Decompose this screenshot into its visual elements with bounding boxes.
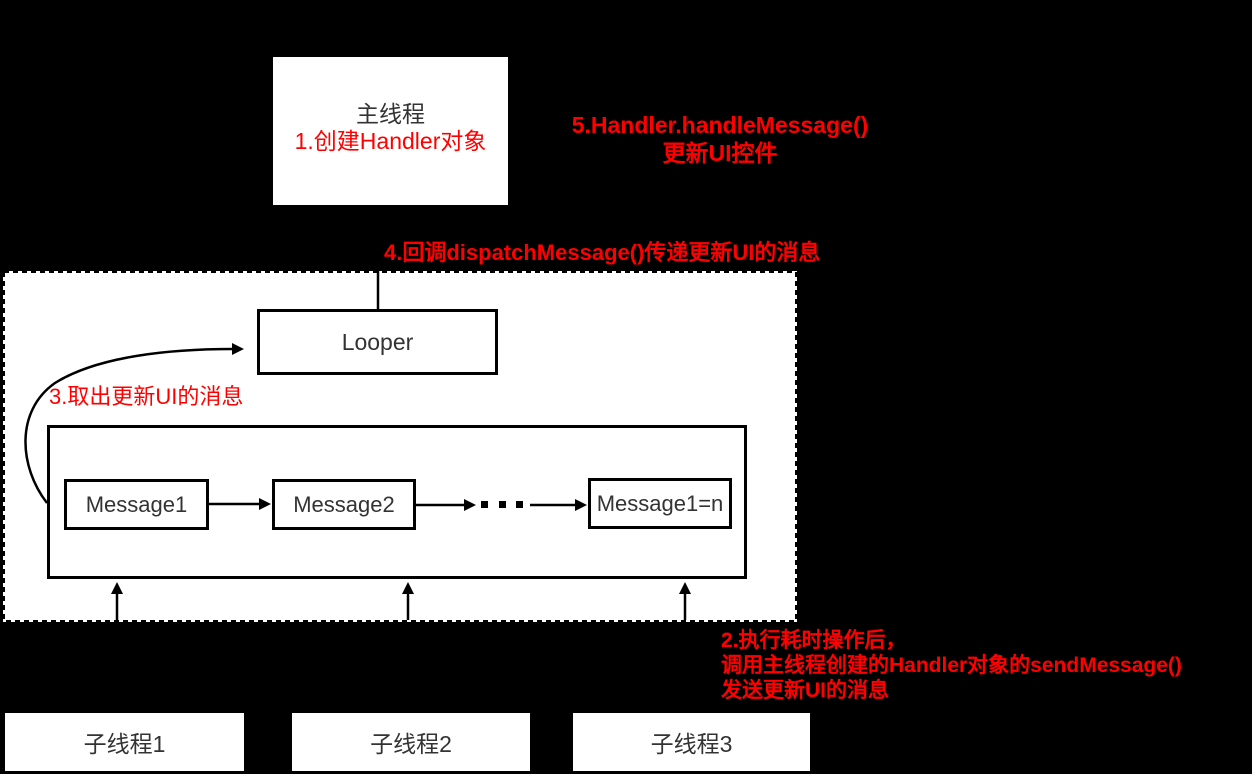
main-thread-note-step1: 1.创建Handler对象 (294, 128, 487, 154)
main-thread-title: 主线程 (356, 101, 425, 127)
annotation-step2-line3: 发送更新UI的消息 (721, 679, 889, 702)
dashed-border (3, 271, 797, 622)
message-queue-box (47, 425, 747, 579)
looper-box: Looper (257, 309, 498, 375)
annotation-step5: 5.Handler.handleMessage() 更新UI控件 (568, 111, 872, 167)
diagram-arrows-svg (3, 271, 797, 622)
looper-label: Looper (341, 328, 414, 355)
message-box-1: Message1 (64, 479, 209, 530)
thread-box-3-label: 子线程3 (650, 731, 733, 757)
ellipsis-dots (481, 501, 523, 508)
annotation-step2-line1: 2.执行耗时操作后， (721, 629, 907, 652)
thread-box-2-label: 子线程2 (370, 731, 452, 757)
thread-box-1: 子线程1 (5, 713, 244, 771)
message-box-n-label: Message1=n (596, 490, 724, 516)
annotation-step5-line1: 5.Handler.handleMessage() (571, 112, 869, 138)
message-box-n: Message1=n (588, 478, 732, 529)
curve-arrow-step3 (24, 343, 244, 504)
annotation-step4: 4.回调dispatchMessage()传递更新UI的消息 (384, 240, 821, 265)
annotation-step5-line2: 更新UI控件 (662, 140, 778, 166)
annotation-step2-line2: 调用主线程创建的Handler对象的sendMessage() (721, 654, 1182, 677)
thread-box-3: 子线程3 (573, 713, 810, 771)
message-box-2: Message2 (272, 479, 416, 530)
annotation-step2: 2.执行耗时操作后， 调用主线程创建的Handler对象的sendMessage… (721, 628, 1182, 703)
message-box-1-label: Message1 (85, 491, 188, 517)
main-thread-box: 主线程 1.创建Handler对象 (273, 57, 508, 205)
annotation-step3: 3.取出更新UI的消息 (49, 384, 244, 409)
thread-box-1-label: 子线程1 (83, 731, 166, 757)
message-box-2-label: Message2 (293, 491, 395, 517)
thread-box-2: 子线程2 (292, 713, 530, 771)
